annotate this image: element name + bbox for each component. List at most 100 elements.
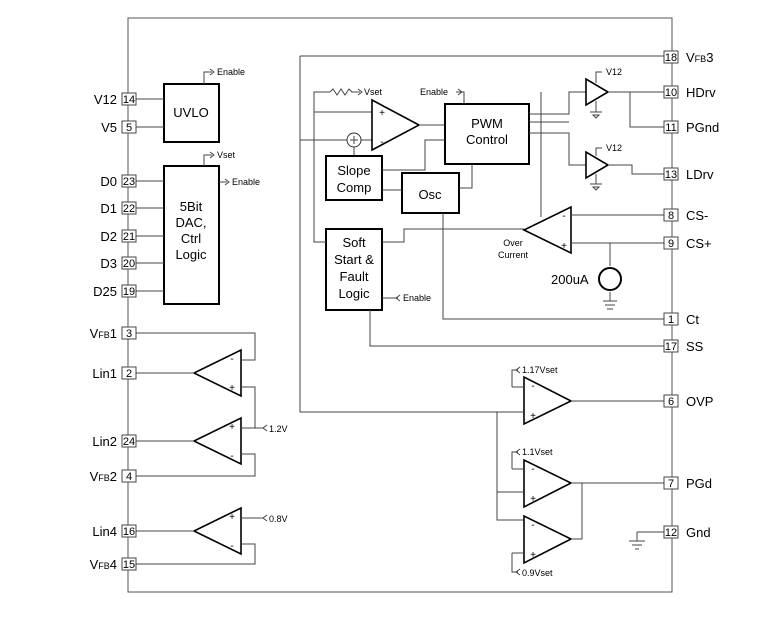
amp-error (371, 98, 421, 152)
pin-d0-box (121, 174, 137, 188)
pin-ss-label: SS (686, 339, 704, 354)
pin-v5-number: 5 (126, 122, 132, 134)
ref-0v8-label: 0.8V (269, 514, 288, 524)
pin-d3-number: 20 (123, 258, 135, 270)
uvlo-enable-label: Enable (217, 67, 245, 77)
pin-pgnd-number: 11 (665, 122, 676, 134)
pin-vfb1-label: VFB1 (90, 326, 117, 341)
pin-vfb3-box (663, 50, 679, 64)
pin-d25-label: D25 (93, 284, 117, 299)
pin-lin4-label: Lin4 (92, 524, 117, 539)
uvlo-label: UVLO (173, 105, 208, 120)
pin-hdrv-label: HDrv (686, 85, 716, 100)
pin-d3-label: D3 (100, 256, 117, 271)
chip-outline (127, 17, 673, 593)
pin-ovp-number: 6 (668, 396, 674, 408)
pin-v5-label: V5 (101, 120, 117, 135)
pin-vfb4-number: 15 (123, 559, 135, 571)
pin-ldrv-box (663, 167, 679, 181)
pin-pgd-label: PGd (686, 476, 712, 491)
pwm-enable-label: Enable (420, 87, 448, 97)
pwm-block (444, 103, 530, 165)
pwm-label-2: Control (466, 132, 508, 147)
ldrv-v12-label: V12 (606, 143, 622, 153)
svg-text:+: + (229, 383, 235, 394)
pin-lin2-label: Lin2 (92, 434, 117, 449)
svg-text:-: - (531, 520, 534, 531)
pin-ss-number: 17 (665, 341, 677, 353)
svg-text:-: - (380, 137, 383, 148)
pin-vfb4-box (121, 557, 137, 571)
pin-cs-label: CS+ (686, 236, 712, 251)
svg-text:+: + (561, 241, 567, 252)
vset-label: Vset (364, 87, 383, 97)
svg-text:+: + (229, 422, 235, 433)
pin-pgnd-box (663, 120, 679, 134)
pin-lin2-number: 24 (123, 436, 135, 448)
pin-ldrv-label: LDrv (686, 167, 714, 182)
over-current-label-1: Over (503, 238, 523, 248)
pin-vfb1-number: 3 (126, 328, 132, 340)
uvlo-block (163, 83, 220, 143)
pin-pgd-number: 7 (668, 478, 674, 490)
osc-block (401, 172, 460, 214)
dac-enable-label: Enable (232, 177, 260, 187)
dac-label-2: DAC, (175, 215, 206, 230)
amp-vfb2 (192, 416, 242, 466)
svg-text:-: - (230, 541, 233, 552)
pin-vfb2-box (121, 469, 137, 483)
pin-d25-box (121, 284, 137, 298)
ref-09-label: 0.9Vset (522, 568, 553, 578)
pin-d2-box (121, 229, 137, 243)
pin-lin1-label: Lin1 (92, 366, 117, 381)
amp-vfb4 (192, 506, 242, 556)
pin-ss-box (663, 339, 679, 353)
pin-vfb2-number: 4 (126, 471, 132, 483)
amp-pgd-upper (523, 458, 573, 509)
ss-label-3: Fault (340, 269, 369, 284)
ss-label-1: Soft (342, 235, 366, 250)
pin-d1-box (121, 201, 137, 215)
pin-lin4-number: 16 (123, 526, 135, 538)
amp-ovp (523, 375, 573, 426)
pin-gnd-label: Gnd (686, 525, 711, 540)
current-source-icon (598, 267, 622, 291)
amp-vfb1 (192, 348, 242, 398)
pin-cs-number: 8 (668, 210, 674, 222)
enable-arrow (209, 68, 215, 76)
svg-text:-: - (230, 451, 233, 462)
amp-pgd-lower (523, 514, 573, 565)
pin-d1-number: 22 (123, 203, 135, 215)
slope-label-1: Slope (337, 163, 370, 178)
pin-lin1-number: 2 (126, 368, 132, 380)
svg-text:-: - (531, 464, 534, 475)
svg-text:-: - (230, 354, 233, 365)
pin-ovp-label: OVP (686, 394, 713, 409)
dac-vset-label: Vset (217, 150, 236, 160)
resistor-icon (329, 88, 360, 96)
pin-v12-box (121, 92, 137, 106)
pin-ct-label: Ct (686, 312, 699, 327)
hdrv-buffer (585, 77, 610, 107)
pin-v12-number: 14 (123, 94, 135, 106)
dac-label-3: Ctrl (181, 231, 201, 246)
pin-vfb3-number: 18 (665, 52, 677, 64)
ss-enable-label: Enable (403, 293, 431, 303)
ss-label-2: Start & (334, 252, 374, 267)
svg-text:-: - (562, 211, 565, 222)
pin-cs-box (663, 236, 679, 250)
pin-d3-box (121, 256, 137, 270)
slope-label-2: Comp (337, 180, 372, 195)
osc-label: Osc (418, 187, 442, 202)
svg-text:+: + (379, 108, 385, 119)
dac-label-4: Logic (175, 247, 207, 262)
slope-comp-block (325, 155, 383, 201)
pin-d25-number: 19 (123, 286, 135, 298)
pin-pgd-box (663, 476, 679, 490)
pin-ct-box (663, 312, 679, 326)
svg-text:+: + (530, 411, 536, 422)
pin-vfb3-label: VFB3 (686, 50, 713, 65)
ref-1v2-label: 1.2V (269, 424, 288, 434)
